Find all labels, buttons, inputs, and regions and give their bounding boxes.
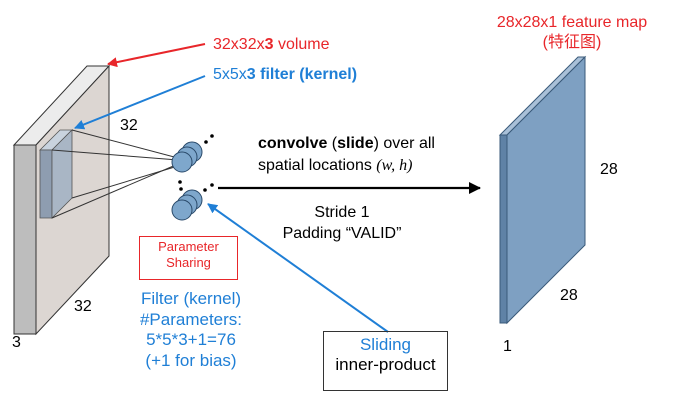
filter-kernel-icon bbox=[171, 141, 203, 221]
feature-map-title-line2: (特征图) bbox=[542, 34, 602, 51]
input-volume bbox=[12, 64, 111, 336]
filter-annotation-prefix: 5x5x bbox=[213, 66, 247, 83]
input-volume-side-face bbox=[13, 144, 37, 335]
input-width-label: 32 bbox=[74, 298, 92, 315]
ellipsis-dots bbox=[178, 134, 214, 192]
filter-params-line3: 5*5*3+1=76 bbox=[146, 330, 236, 350]
filter-annotation-depth: 3 bbox=[246, 66, 256, 83]
volume-annotation-suffix: volume bbox=[273, 36, 330, 53]
convolve-close: ) over all bbox=[373, 135, 435, 152]
convolve-line1: convolve (slide) over all bbox=[258, 135, 435, 153]
input-depth-label: 3 bbox=[12, 334, 21, 351]
feature-map-depth-label: 1 bbox=[503, 338, 512, 355]
parameter-sharing-line1: Parameter bbox=[158, 239, 219, 254]
filter-params-line1: Filter (kernel) bbox=[140, 289, 242, 308]
receptive-field bbox=[39, 129, 73, 219]
volume-annotation-depth: 3 bbox=[264, 36, 274, 53]
parameter-sharing-box: Parameter Sharing bbox=[139, 236, 238, 280]
filter-params-line2: #Parameters: bbox=[139, 309, 243, 329]
stride-label: Stride 1 bbox=[314, 204, 370, 221]
filter-parameters-text: Filter (kernel) #Parameters: 5*5*3+1=76 … bbox=[130, 289, 252, 372]
convolve-word: convolve bbox=[258, 135, 328, 152]
sliding-label: Sliding bbox=[359, 335, 412, 354]
sliding-arrow bbox=[207, 203, 389, 333]
inner-product-label: inner-product bbox=[335, 355, 436, 375]
parameter-sharing-line2: Sharing bbox=[166, 254, 211, 270]
volume-annotation-arrow bbox=[107, 43, 206, 68]
filter-annotation: 5x5x3 filter (kernel) bbox=[213, 66, 357, 84]
volume-annotation-prefix: 32x32x bbox=[213, 36, 265, 53]
feature-map bbox=[498, 55, 587, 325]
receptive-field-side bbox=[39, 149, 53, 219]
feature-map-front-face bbox=[506, 55, 586, 325]
input-height-label: 32 bbox=[120, 117, 138, 134]
input-volume-front-face bbox=[35, 64, 110, 336]
padding-label: Padding “VALID” bbox=[282, 224, 402, 242]
feature-map-height-label: 28 bbox=[600, 161, 618, 178]
convolve-open: ( bbox=[327, 135, 338, 152]
feature-map-width-label: 28 bbox=[560, 287, 578, 304]
filter-params-line4: (+1 for bias) bbox=[145, 351, 237, 371]
convolve-line2: spatial locations (w, h) bbox=[258, 157, 435, 175]
projection-lines bbox=[51, 129, 179, 219]
volume-annotation: 32x32x3 volume bbox=[213, 36, 330, 54]
filter-annotation-arrow bbox=[74, 75, 206, 130]
filter-annotation-kernel: filter (kernel) bbox=[255, 66, 358, 83]
sliding-inner-product-box: Sliding inner-product bbox=[323, 331, 448, 391]
convolve-description: convolve (slide) over all spatial locati… bbox=[258, 135, 435, 176]
feature-map-title: 28x28x1 feature map (特征图) bbox=[472, 13, 672, 53]
slide-word: slide bbox=[337, 135, 374, 152]
feature-map-title-line1: 28x28x1 feature map bbox=[496, 14, 648, 31]
spatial-locations-math: (w, h) bbox=[376, 157, 413, 175]
spatial-locations-text: spatial locations bbox=[258, 157, 377, 175]
feature-map-side-face bbox=[499, 134, 508, 324]
stride-padding-text: Stride 1 Padding “VALID” bbox=[252, 203, 432, 245]
